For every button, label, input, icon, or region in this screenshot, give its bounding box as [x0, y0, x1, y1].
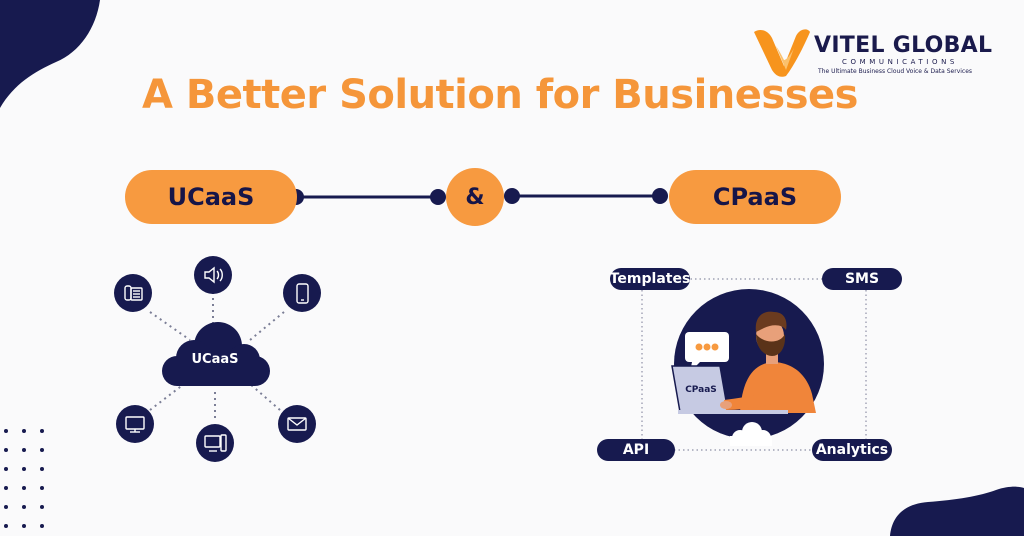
cpaas-dotted-frame: [641, 278, 867, 451]
envelope-icon: [278, 405, 316, 443]
api-tag: API: [597, 439, 675, 461]
brand-tagline: The Ultimate Business Cloud Voice & Data…: [818, 68, 973, 75]
page-title: A Better Solution for Businesses: [142, 72, 858, 118]
ampersand-circle: &: [446, 168, 504, 226]
ucaas-cloud-label: UCaaS: [191, 352, 239, 367]
brand-subtitle: COMMUNICATIONS: [842, 58, 958, 66]
mobile-phone-icon: [283, 274, 321, 312]
analytics-tag: Analytics: [812, 439, 892, 461]
templates-tag: Templates: [610, 268, 690, 290]
dot-grid-decoration: [4, 429, 44, 528]
bottom-right-blob-decoration: [890, 486, 1024, 536]
top-left-blob-decoration: [0, 0, 100, 108]
ucaas-spoke-lines: [149, 292, 285, 418]
sms-tag: SMS: [822, 268, 902, 290]
cpaas-pill: CPaaS: [669, 170, 841, 224]
desktop-computer-icon: [196, 424, 234, 462]
monitor-icon: [116, 405, 154, 443]
cpaas-screen-label: CPaaS: [685, 385, 717, 395]
ucaas-cloud-icon: [162, 322, 270, 386]
brand-name: VITEL GLOBAL: [814, 33, 993, 58]
cpaas-illustration: [671, 289, 824, 446]
speaker-icon: [194, 256, 232, 294]
desk-phone-icon: [114, 274, 152, 312]
vitel-logo-icon: [754, 29, 810, 77]
ucaas-pill: UCaaS: [125, 170, 297, 224]
